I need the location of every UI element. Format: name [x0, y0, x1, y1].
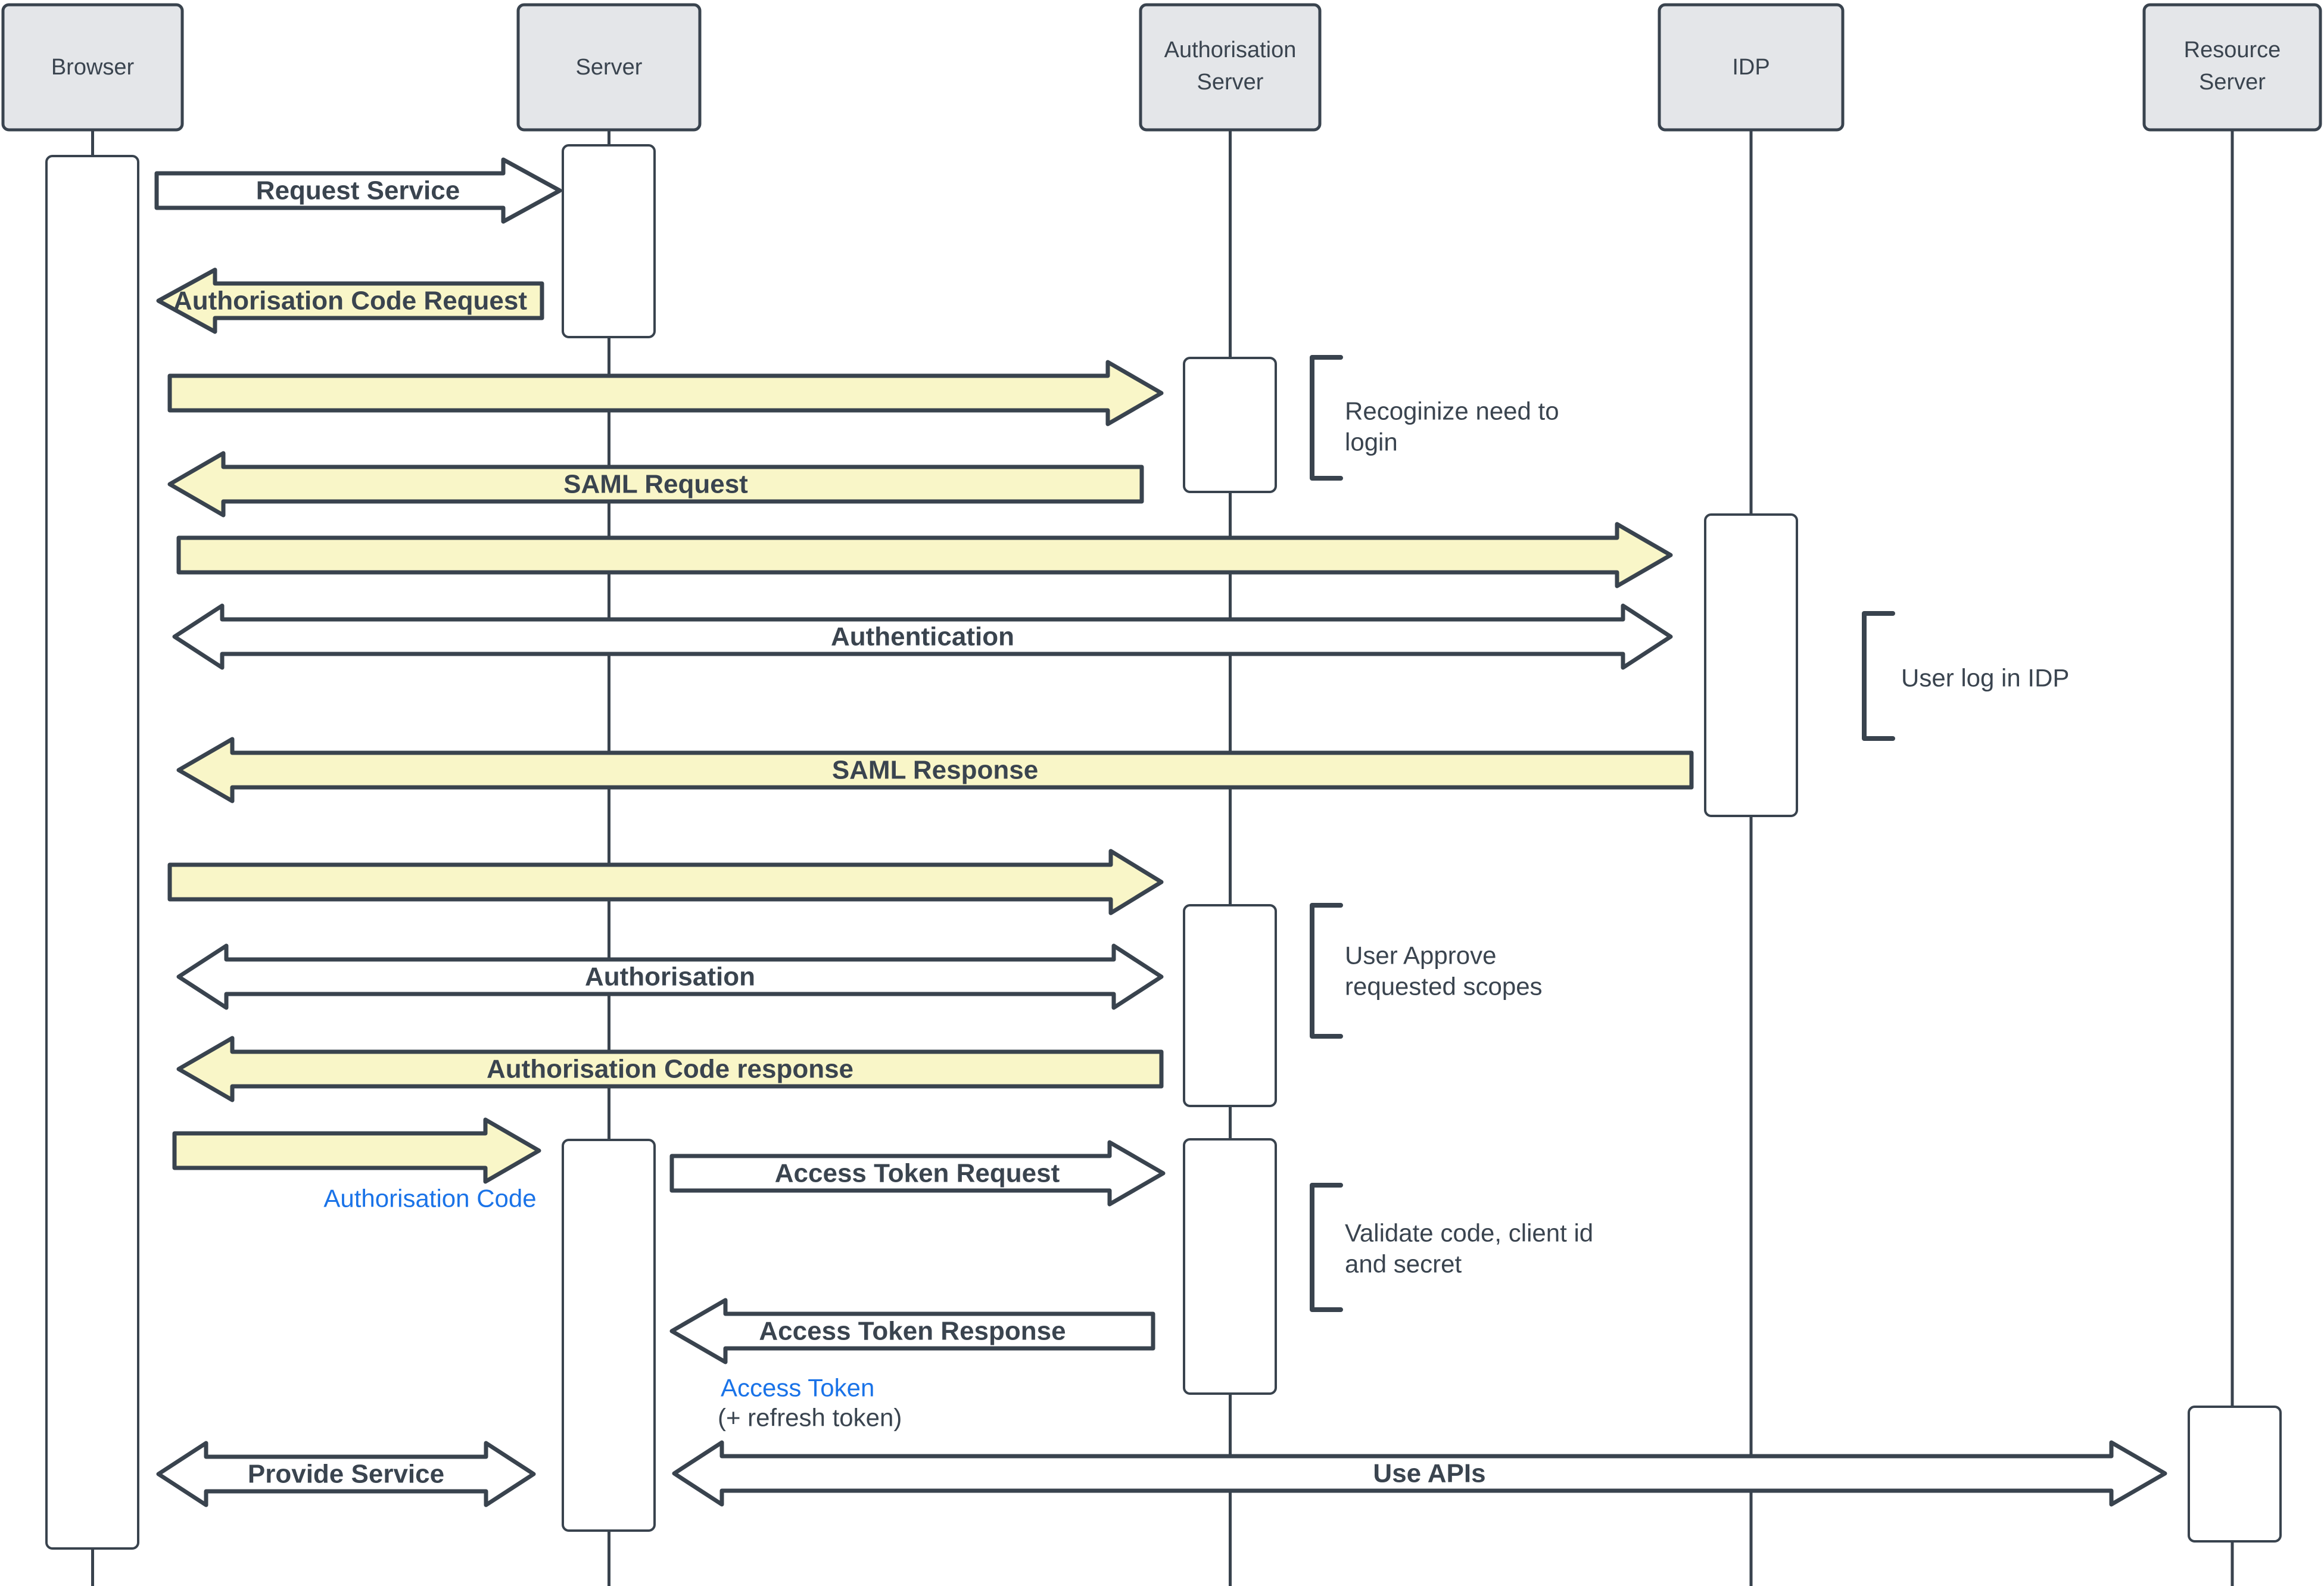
- activation-authorisation-server-1: [1183, 357, 1277, 493]
- activation-authorisation-server-2: [1183, 904, 1277, 1107]
- actor-resource-server-box: [2142, 3, 2322, 132]
- note-text-line1: Recoginize need to: [1345, 397, 1559, 425]
- actor-server-label: Server: [576, 55, 643, 80]
- activations: [45, 144, 2282, 1550]
- note-text-line2: requested scopes: [1345, 973, 1543, 1001]
- label-provide-service: Provide Service: [248, 1460, 444, 1489]
- actor-server-box: [516, 3, 702, 132]
- actor-browser-box: [1, 3, 184, 132]
- actor-idp: IDP: [1658, 3, 1845, 132]
- actor-headers: Browser Server Authorisation Server IDP …: [1, 3, 2322, 132]
- actor-authorisation-server: Authorisation Server: [1139, 3, 1322, 132]
- message-arrows: [154, 157, 2167, 1507]
- activation-browser: [45, 155, 139, 1550]
- label-request-service: Request Service: [256, 176, 460, 205]
- actor-authorisation-server-box: [1139, 3, 1322, 132]
- note-text-line2: login: [1345, 428, 1398, 456]
- arrow-login-redirect: [167, 360, 1164, 426]
- arrow-authorisation-code-request: [156, 267, 544, 334]
- bracket-icon: [1310, 355, 1343, 481]
- note-text-line2: and secret: [1345, 1250, 1462, 1278]
- note-user-log-in-idp: User log in IDP: [1862, 611, 2069, 741]
- arrow-request-service: [154, 157, 562, 224]
- arrow-saml-forward: [176, 522, 1673, 588]
- note-text-line1: Validate code, client id: [1345, 1219, 1593, 1247]
- annotation-access-token: Access Token: [721, 1374, 874, 1402]
- bracket-icon: [1862, 611, 1895, 741]
- arrow-saml-response-forward: [167, 849, 1164, 915]
- label-authorisation: Authorisation: [585, 962, 755, 992]
- actor-server: Server: [516, 3, 702, 132]
- activation-server-1: [562, 144, 656, 338]
- bracket-icon: [1310, 903, 1343, 1039]
- arrow-authorisation-code-forward: [172, 1117, 541, 1184]
- activation-authorisation-server-3: [1183, 1138, 1277, 1395]
- actor-authorisation-server-label-line1: Authorisation: [1164, 38, 1297, 63]
- activation-server-2: [562, 1139, 656, 1532]
- actor-browser: Browser: [1, 3, 184, 132]
- note-text-line1: User Approve: [1345, 942, 1496, 970]
- message-labels: Request Service Authorisation Code Reque…: [173, 176, 1486, 1489]
- lifelines: [91, 130, 2234, 1586]
- note-text-line1: User log in IDP: [1901, 664, 2069, 692]
- annotation-refresh-token: (+ refresh token): [718, 1404, 902, 1432]
- actor-resource-server-label-line1: Resource: [2184, 38, 2281, 63]
- activation-resource-server: [2188, 1406, 2282, 1543]
- note-user-approve-requested-scopes: User Approve requested scopes: [1310, 903, 1543, 1039]
- actor-idp-box: [1658, 3, 1845, 132]
- note-validate-code-client-id-and-secret: Validate code, client id and secret: [1310, 1183, 1593, 1312]
- notes: Recoginize need to login User log in IDP…: [1310, 355, 2069, 1312]
- arrow-access-token-request: [669, 1140, 1166, 1207]
- actor-resource-server-label-line2: Server: [2199, 70, 2266, 95]
- activation-idp: [1704, 513, 1798, 817]
- actor-resource-server: Resource Server: [2142, 3, 2322, 132]
- label-access-token-request: Access Token Request: [775, 1159, 1060, 1188]
- actor-browser-label: Browser: [51, 55, 135, 80]
- label-authorisation-code-request: Authorisation Code Request: [173, 286, 527, 316]
- arrow-saml-request: [167, 451, 1144, 518]
- label-saml-request: SAML Request: [563, 470, 748, 499]
- bracket-icon: [1310, 1183, 1343, 1312]
- annotations: Authorisation Code Access Token (+ refre…: [323, 1185, 902, 1432]
- label-saml-response: SAML Response: [832, 756, 1038, 785]
- annotation-authorisation-code: Authorisation Code: [323, 1185, 536, 1213]
- arrow-access-token-response: [669, 1298, 1155, 1364]
- actor-authorisation-server-label-line2: Server: [1197, 70, 1264, 95]
- label-authentication: Authentication: [831, 622, 1014, 652]
- arrow-authorisation-code-response: [176, 1036, 1164, 1102]
- arrow-use-apis: [672, 1440, 2167, 1507]
- note-recognize-need-to-login: Recoginize need to login: [1310, 355, 1559, 481]
- arrow-saml-response: [176, 737, 1694, 803]
- actor-idp-label: IDP: [1732, 55, 1770, 80]
- label-use-apis: Use APIs: [1373, 1459, 1485, 1488]
- arrow-authorisation: [176, 943, 1164, 1010]
- label-access-token-response: Access Token Response: [759, 1317, 1066, 1346]
- label-authorisation-code-response: Authorisation Code response: [487, 1055, 853, 1084]
- arrow-authentication: [172, 603, 1673, 670]
- arrow-provide-service: [156, 1441, 536, 1507]
